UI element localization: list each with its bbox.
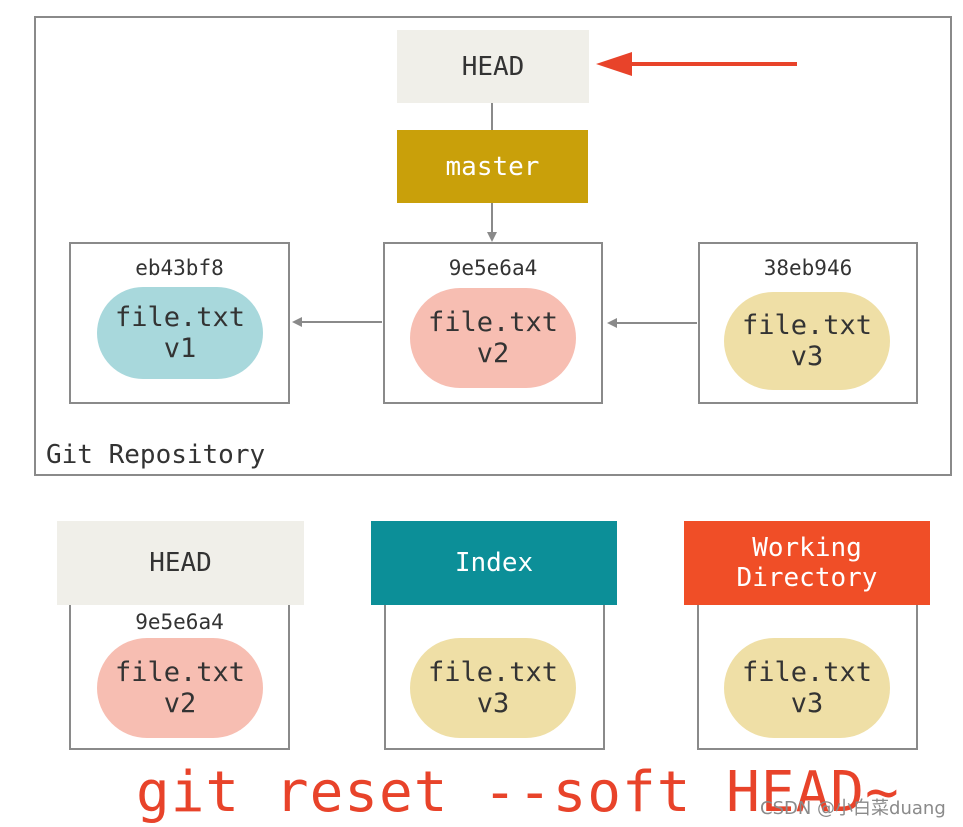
head-tree-header: HEAD (57, 521, 304, 605)
index-tree-file-blob: file.txt v3 (410, 638, 576, 738)
commit-hash: eb43bf8 (135, 256, 224, 280)
red-arrow-icon (596, 52, 797, 76)
master-branch-label: master (445, 151, 540, 182)
master-branch: master (397, 130, 588, 203)
working-tree-header: Working Directory (684, 521, 930, 605)
head-tree-label: HEAD (149, 548, 212, 578)
file-blob-v3: file.txt v3 (724, 292, 890, 390)
git-repository-label: Git Repository (46, 440, 265, 470)
working-tree-file-blob: file.txt v3 (724, 638, 890, 738)
head-tree-file-blob: file.txt v2 (97, 638, 263, 738)
head-tree-hash: 9e5e6a4 (135, 610, 224, 634)
index-tree-label: Index (454, 548, 534, 578)
commit-hash: 9e5e6a4 (448, 256, 538, 280)
repo-label-text: Git Repository (46, 440, 266, 470)
git-repository-frame (34, 16, 952, 476)
file-blob-v2: file.txt v2 (410, 288, 576, 388)
commit-hash: 38eb946 (763, 256, 853, 280)
watermark: CSDN @小白菜duang (760, 798, 946, 819)
file-blob-v1: file.txt v1 (97, 287, 263, 379)
git-command-caption: git reset --soft HEAD~ (136, 760, 900, 825)
head-pointer-label: HEAD (461, 51, 525, 82)
head-pointer: HEAD (397, 30, 589, 103)
working-tree-label: Working Directory (736, 533, 878, 593)
index-tree-header: Index (371, 521, 617, 605)
